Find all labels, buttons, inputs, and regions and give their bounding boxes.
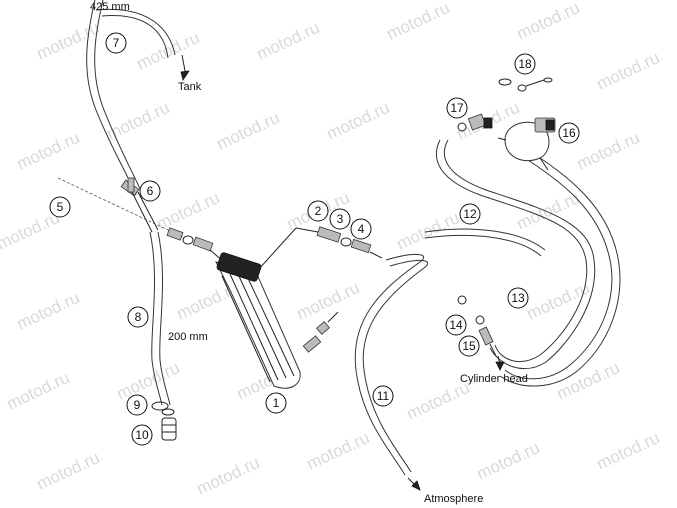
callout-number: 15 <box>462 339 476 353</box>
watermark: motod.ru <box>134 28 203 74</box>
callout-number: 8 <box>135 310 142 324</box>
callout-10: 10 <box>131 424 153 446</box>
hose-13 <box>499 149 621 387</box>
atmosphere-label: Atmosphere <box>424 493 483 505</box>
watermark: motod.ru <box>154 188 223 234</box>
watermark: motod.ru <box>4 368 73 414</box>
part-1-fuel-filter <box>209 227 301 389</box>
callout-number: 10 <box>135 428 149 442</box>
length-label-425: 425 mm <box>90 1 130 13</box>
callout-number: 9 <box>134 398 141 412</box>
watermark: motod.ru <box>394 208 463 254</box>
callout-14: 14 <box>445 314 467 336</box>
tank-label: Tank <box>178 81 202 93</box>
callout-number: 12 <box>463 207 477 221</box>
watermark: motod.ru <box>294 278 363 324</box>
callout-1: 1 <box>265 392 287 414</box>
callout-number: 1 <box>273 396 280 410</box>
small-fittings <box>302 311 339 353</box>
watermark: motod.ru <box>254 18 323 64</box>
length-label-200: 200 mm <box>168 331 208 343</box>
watermark: motod.ru <box>214 108 283 154</box>
watermark: motod.ru <box>194 453 263 499</box>
watermark: motod.ru <box>574 128 643 174</box>
part-18-bolt <box>498 77 553 92</box>
watermark: motod.ru <box>114 358 183 404</box>
callout-number: 16 <box>562 126 576 140</box>
callout-11: 11 <box>372 385 394 407</box>
connector-fitting <box>166 227 214 252</box>
hose-8 <box>149 231 171 406</box>
callout-number: 17 <box>450 101 464 115</box>
watermark: motod.ru <box>34 448 103 494</box>
part-16-valve <box>497 117 556 171</box>
callout-number: 11 <box>377 389 390 403</box>
watermark: motod.ru <box>514 188 583 234</box>
watermark: motod.ru <box>14 288 83 334</box>
callout-15: 15 <box>458 335 480 357</box>
part-6-t-fitting <box>120 177 159 233</box>
callout-number: 18 <box>518 57 532 71</box>
callout-5: 5 <box>49 196 71 218</box>
callout-7: 7 <box>105 32 127 54</box>
watermark: motod.ru <box>324 98 393 144</box>
atmosphere-arrow <box>407 477 421 491</box>
watermark-layer: motod.ru motod.ru motod.ru motod.ru moto… <box>0 0 662 499</box>
callout-18: 18 <box>514 53 536 75</box>
callout-number: 3 <box>337 212 344 226</box>
watermark: motod.ru <box>594 428 663 474</box>
callout-number: 7 <box>113 36 120 50</box>
callout-3: 3 <box>329 208 351 230</box>
callout-number: 4 <box>358 222 365 236</box>
watermark: motod.ru <box>474 438 543 484</box>
part-10-sleeve <box>161 417 177 441</box>
callout-8: 8 <box>127 306 149 328</box>
part-9-clamp <box>151 401 175 416</box>
callout-2: 2 <box>307 200 329 222</box>
callout-9: 9 <box>126 394 148 416</box>
hose-7-tank-line <box>86 0 176 196</box>
watermark: motod.ru <box>104 98 173 144</box>
callout-16: 16 <box>558 122 580 144</box>
watermark: motod.ru <box>554 358 623 404</box>
callout-13: 13 <box>507 287 529 309</box>
hose-11-vent <box>354 253 429 476</box>
callout-number: 13 <box>511 291 525 305</box>
parts-14-15-fitting <box>457 295 497 357</box>
parts-2-3-4-fitting <box>295 226 383 259</box>
callout-number: 2 <box>315 204 322 218</box>
callout-number: 5 <box>57 200 64 214</box>
callout-number: 6 <box>147 184 154 198</box>
watermark: motod.ru <box>514 0 583 44</box>
leader-5 <box>57 177 186 239</box>
callout-6: 6 <box>139 180 161 202</box>
watermark: motod.ru <box>34 18 103 64</box>
watermark: motod.ru <box>14 128 83 174</box>
tank-arrow <box>180 54 190 81</box>
callout-number: 14 <box>449 318 463 332</box>
cylinder-head-label: Cylinder head <box>460 373 528 385</box>
callout-4: 4 <box>350 218 372 240</box>
hose-12 <box>424 139 596 370</box>
watermark: motod.ru <box>304 428 373 474</box>
callout-12: 12 <box>459 203 481 225</box>
cylinder-head-arrow <box>495 355 505 371</box>
watermark: motod.ru <box>384 0 453 44</box>
watermark: motod.ru <box>594 48 663 94</box>
part-17-fitting <box>457 113 493 132</box>
callout-17: 17 <box>446 97 468 119</box>
